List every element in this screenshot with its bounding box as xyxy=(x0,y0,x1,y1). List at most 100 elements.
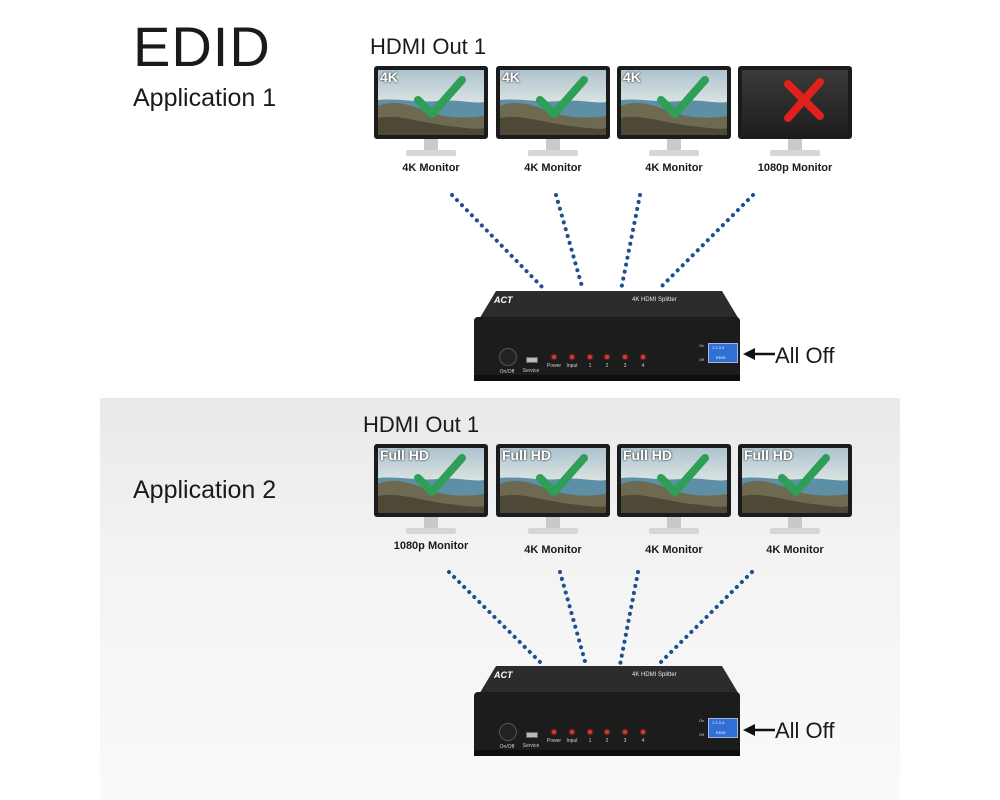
monitor: Full HD xyxy=(738,444,852,540)
monitor-picture xyxy=(500,448,606,513)
monitor-stand-neck xyxy=(788,517,802,529)
checkmark-icon xyxy=(534,72,590,128)
monitor-screen xyxy=(738,66,852,139)
checkmark-icon xyxy=(776,450,832,506)
dip-switch-caption: EDID xyxy=(716,355,726,360)
dip-switch-off-label: Off xyxy=(699,732,705,737)
status-led-label: 2 xyxy=(605,363,609,369)
connector-line xyxy=(656,570,754,667)
monitor-picture xyxy=(378,448,484,513)
monitor-resolution-label: Full HD xyxy=(502,447,551,463)
monitor-picture xyxy=(500,70,606,135)
monitor-caption: 4K Monitor xyxy=(766,544,824,556)
monitor-stand-foot xyxy=(649,150,699,156)
dip-switch-numbers: 1 2 3 4 xyxy=(712,345,725,350)
monitor-stand-foot xyxy=(406,150,456,156)
application-2-arrow-icon xyxy=(743,722,777,743)
monitor-stand-foot xyxy=(649,528,699,534)
monitor: 4K xyxy=(374,66,488,162)
status-led xyxy=(570,355,574,359)
dip-switch-on-label: On xyxy=(699,343,705,348)
monitor-stand-neck xyxy=(546,139,560,151)
monitor-screen: Full HD xyxy=(496,444,610,517)
monitor-resolution-label: Full HD xyxy=(744,447,793,463)
edid-dip-switch[interactable] xyxy=(708,343,738,363)
status-led xyxy=(605,730,609,734)
edid-dip-switch[interactable] xyxy=(708,718,738,738)
monitor-screen: Full HD xyxy=(738,444,852,517)
status-led-label: Input xyxy=(566,738,578,744)
connector-line xyxy=(656,193,755,292)
splitter-model-label: 4K HDMI Splitter xyxy=(632,297,677,303)
monitor-picture xyxy=(621,448,727,513)
power-button-label: On/Off xyxy=(499,369,515,375)
status-led-label: Power xyxy=(546,738,562,744)
status-led-label: 1 xyxy=(588,363,592,369)
monitor-resolution-label: 4K xyxy=(380,69,398,85)
monitor-screen: Full HD xyxy=(374,444,488,517)
checkmark-icon xyxy=(655,450,711,506)
status-led xyxy=(588,355,592,359)
status-led xyxy=(623,730,627,734)
monitor-stand-neck xyxy=(667,517,681,529)
monitor-stand-foot xyxy=(770,150,820,156)
monitor-stand-neck xyxy=(424,139,438,151)
monitor-caption: 4K Monitor xyxy=(524,162,582,174)
power-button[interactable] xyxy=(499,723,517,741)
status-led-label: 1 xyxy=(588,738,592,744)
status-led xyxy=(552,730,556,734)
monitor: Full HD xyxy=(496,444,610,540)
connector-line xyxy=(558,570,588,667)
connector-line xyxy=(447,570,545,667)
status-led-label: 2 xyxy=(605,738,609,744)
connector-line xyxy=(450,193,547,292)
power-button[interactable] xyxy=(499,348,517,366)
status-led-label: 4 xyxy=(641,738,645,744)
power-button-label: On/Off xyxy=(499,744,515,750)
monitor-resolution-label: Full HD xyxy=(380,447,429,463)
application-2-label: Application 2 xyxy=(133,476,277,504)
monitor-caption: 1080p Monitor xyxy=(757,162,833,174)
monitor-stand-foot xyxy=(528,150,578,156)
service-port xyxy=(526,357,538,363)
monitor: 4K xyxy=(617,66,731,162)
monitor-caption: 4K Monitor xyxy=(524,544,582,556)
monitor: Full HD xyxy=(617,444,731,540)
status-led xyxy=(605,355,609,359)
monitor-stand-neck xyxy=(667,139,681,151)
checkmark-icon xyxy=(412,72,468,128)
connector-line xyxy=(554,193,585,292)
monitor xyxy=(738,66,852,162)
monitor-screen: 4K xyxy=(617,66,731,139)
status-led xyxy=(552,355,556,359)
monitor-picture xyxy=(742,448,848,513)
application-2-section-title: HDMI Out 1 xyxy=(363,412,480,437)
status-led-label: Input xyxy=(566,363,578,369)
application-2-switch-setting: All Off xyxy=(775,718,835,743)
status-led xyxy=(570,730,574,734)
monitor-screen: Full HD xyxy=(617,444,731,517)
splitter-brand-logo: ACT xyxy=(494,670,513,680)
dip-switch-numbers: 1 2 3 4 xyxy=(712,720,725,725)
monitor-resolution-label: Full HD xyxy=(623,447,672,463)
monitor: 4K xyxy=(496,66,610,162)
dip-switch-on-label: On xyxy=(699,718,705,723)
monitor-screen: 4K xyxy=(496,66,610,139)
application-1-label: Application 1 xyxy=(133,84,277,112)
cross-icon xyxy=(776,72,832,128)
connector-line xyxy=(618,570,640,667)
service-port-label: Service xyxy=(522,743,540,749)
page-title: EDID xyxy=(133,15,271,78)
monitor-caption: 4K Monitor xyxy=(402,162,460,174)
monitor-caption: 1080p Monitor xyxy=(393,540,469,552)
service-port-label: Service xyxy=(522,368,540,374)
connector-line xyxy=(619,193,642,292)
monitor-picture xyxy=(621,70,727,135)
monitor-stand-neck xyxy=(546,517,560,529)
monitor-stand-foot xyxy=(770,528,820,534)
checkmark-icon xyxy=(655,72,711,128)
application-1-section-title: HDMI Out 1 xyxy=(370,34,487,59)
